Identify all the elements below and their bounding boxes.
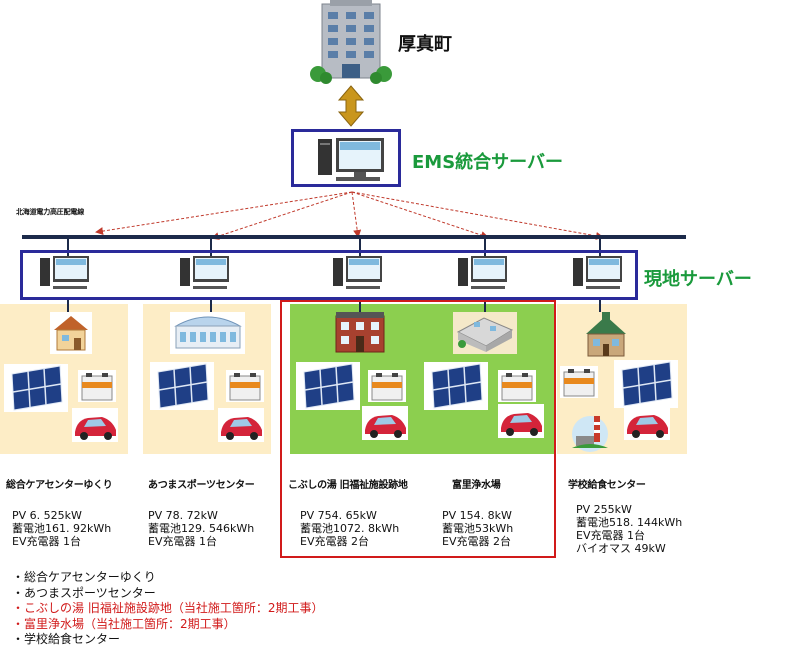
spec-battery: 蓄電池1072. 8kWh [300,522,400,535]
site-connectors [67,300,601,312]
site-name-kobushi: こぶしの湯 旧福祉施設跡地 [288,480,408,491]
spec-ev: EV充電器 2台 [442,535,511,548]
site-specs-kobushi: PV 754. 65kW 蓄電池1072. 8kWh EV充電器 2台 [300,509,399,548]
note-item: 富里浄水場（当社施工箇所：2期工事） [12,617,323,633]
spec-ev: EV充電器 1台 [12,535,81,548]
spec-pv: PV 754. 65kW [300,509,377,522]
spec-pv: PV 154. 8kW [442,509,512,522]
local-server-computer-icon [40,256,622,289]
battery-icon [78,366,598,402]
biomass-plant-icon [572,416,608,452]
site-name-school: 学校給食センター [568,480,646,491]
solar-panel-icon [4,360,678,412]
bidirectional-arrow-icon [337,85,365,127]
sports-center-icon [170,312,245,354]
ev-car-icon [72,404,670,442]
spec-ev: EV充電器 1台 [576,529,645,542]
spec-battery: 蓄電池129. 546kWh [148,522,255,535]
power-line-bar [22,235,686,239]
ems-server-frame [291,129,401,187]
site-name-yukuri: 総合ケアセンターゆくり [6,480,113,491]
ems-server-computer-icon [318,138,384,181]
spec-battery: 蓄電池518. 144kWh [576,516,683,529]
spec-battery: 蓄電池161. 92kWh [12,522,112,535]
ems-server-label: EMS統合サーバー [412,152,563,173]
site-specs-tomisato: PV 154. 8kW 蓄電池53kWh EV充電器 2台 [442,509,513,548]
onsen-building-icon [335,312,385,353]
note-item: こぶしの湯 旧福祉施設跡地（当社施工箇所：2期工事） [12,601,323,617]
site-notes-list: 総合ケアセンターゆくり あつまスポーツセンター こぶしの湯 旧福祉施設跡地（当社… [12,570,323,648]
power-line-label: 北海道電力高圧配電線 [16,208,84,216]
spec-pv: PV 78. 72kW [148,509,218,522]
note-item: あつまスポーツセンター [12,586,323,602]
spec-ev: EV充電器 2台 [300,535,369,548]
spec-pv: PV 255kW [576,503,632,516]
local-server-label: 現地サーバー [644,269,752,290]
ems-data-links [95,191,604,240]
note-item: 学校給食センター [12,632,323,648]
spec-pv: PV 6. 525kW [12,509,82,522]
site-name-tomisato: 富里浄水場 [452,480,501,491]
site-specs-sports: PV 78. 72kW 蓄電池129. 546kWh EV充電器 1台 [148,509,254,548]
company-construction-frame [280,300,556,558]
spec-ev: EV充電器 1台 [148,535,217,548]
water-plant-icon [453,312,517,354]
local-servers-frame [20,250,638,300]
spec-biomass: バイオマス 49kW [576,542,666,555]
town-label: 厚真町 [398,34,452,55]
site-name-sports: あつまスポーツセンター [148,480,255,491]
spec-battery: 蓄電池53kWh [442,522,514,535]
site-specs-yukuri: PV 6. 525kW 蓄電池161. 92kWh EV充電器 1台 [12,509,111,548]
school-lunch-center-icon [586,312,626,357]
house-icon [50,312,92,354]
note-item: 総合ケアセンターゆくり [12,570,323,586]
power-line-drops [67,239,601,256]
town-hall-icon [310,0,392,84]
site-specs-school: PV 255kW 蓄電池518. 144kWh EV充電器 1台 バイオマス 4… [576,503,682,555]
